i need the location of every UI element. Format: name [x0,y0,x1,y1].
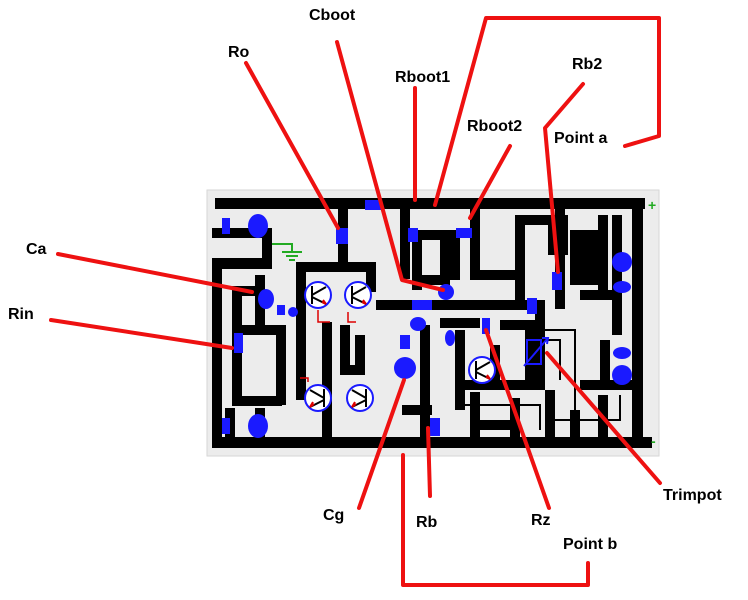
label-ro: Ro [228,44,250,61]
label-rb: Rb [416,514,438,531]
ground-symbol [272,243,302,261]
leader-ca [56,252,254,294]
leader-trimpot [545,351,662,485]
pcb-board [206,189,660,457]
leader-lines [49,16,662,587]
label-rz: Rz [531,512,551,529]
leader-cboot [335,40,445,292]
pad [445,330,455,346]
trimpot-component [523,337,550,367]
pad [288,307,298,317]
leader-rb [426,426,432,498]
leader-ro [244,61,340,230]
label-cboot: Cboot [309,7,356,24]
capacitor-cboot [438,284,454,300]
label-rboot1: Rboot1 [395,69,451,86]
leader-cg [357,378,406,510]
transistor-q3 [304,384,332,412]
resistor-rb2 [552,272,562,290]
transistor-q2 [344,281,372,309]
transistor-q4 [346,384,374,412]
label-point-a: Point a [554,130,608,147]
label-rboot2: Rboot2 [467,118,523,135]
label-trimpot: Trimpot [663,487,722,504]
emitter-stubs [300,310,356,382]
capacitor-ca [258,289,274,309]
label-point-b: Point b [563,536,618,553]
pad [612,365,632,385]
resistor [412,300,432,310]
pad [410,317,426,331]
pad [248,214,268,238]
leader-point-b [401,453,590,587]
label-cg: Cg [323,507,345,524]
resistor-rboot2 [456,228,472,238]
resistor-ro [336,228,348,244]
resistor [222,418,230,434]
transistors [304,281,496,412]
resistor-rz [482,318,490,334]
pad [613,281,631,293]
pad [613,347,631,359]
resistor [527,298,537,314]
label-rin: Rin [8,306,34,323]
pad [248,414,268,438]
plus-sign: + [648,197,656,213]
leader-rboot2 [468,144,512,220]
leader-point-a [433,16,661,207]
resistor [222,218,230,234]
resistor-rin [234,333,243,353]
components [222,200,632,438]
leader-rb2 [543,82,585,274]
minus-sign: - [651,433,656,449]
label-ca: Ca [26,241,47,258]
leader-rin [49,318,234,350]
resistor-rboot1-b [408,228,418,242]
pad [612,252,632,272]
capacitor-cg [394,357,416,379]
label-rb2: Rb2 [572,56,603,73]
transistor-q1 [304,281,332,309]
resistor-rboot1-a [365,200,381,210]
resistor [400,335,410,349]
transistor-q5 [468,356,496,384]
leader-rz [484,328,551,510]
pad [277,305,285,315]
resistor-rb [430,418,440,436]
